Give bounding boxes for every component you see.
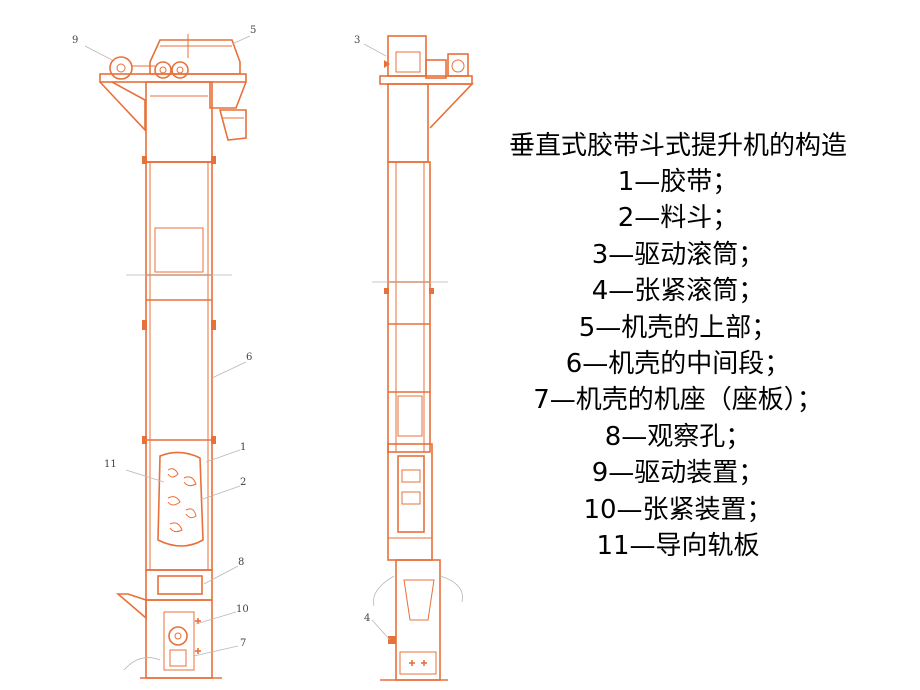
callout-10: 10 <box>236 604 249 615</box>
legend-item-6: 6—机壳的中间段； <box>565 349 791 380</box>
front-guide-rail <box>157 451 204 547</box>
callout-8: 8 <box>238 557 244 568</box>
callout-7: 7 <box>240 638 246 649</box>
callout-4: 4 <box>364 613 370 624</box>
callout-labels: 9 5 3 6 1 11 2 8 10 4 7 <box>72 25 370 649</box>
legend-item-10: 10—张紧装置； <box>583 494 773 525</box>
callout-6: 6 <box>246 352 252 363</box>
callout-1: 1 <box>240 442 246 453</box>
legend-item-5: 5—机壳的上部； <box>578 312 778 343</box>
front-middle-casing <box>126 156 232 571</box>
legend-item-9: 9—驱动装置； <box>591 458 765 489</box>
side-middle-casing <box>372 161 448 453</box>
callout-5: 5 <box>250 25 256 36</box>
callout-11: 11 <box>104 459 117 470</box>
callout-2: 2 <box>240 477 246 488</box>
legend-item-11: 11—导向轨板 <box>596 531 760 562</box>
front-boot-section <box>115 569 222 679</box>
legend-item-3: 3—驱动滚筒； <box>591 239 765 270</box>
callout-3: 3 <box>354 35 360 46</box>
legend-item-8: 8—观察孔； <box>604 421 752 452</box>
callout-9: 9 <box>72 35 78 46</box>
front-view <box>84 34 251 679</box>
legend-item-2: 2—料斗； <box>617 203 739 234</box>
legend-item-4: 4—张紧滚筒； <box>591 276 765 307</box>
side-boot-section <box>373 559 463 681</box>
legend-item-1: 1—胶带； <box>617 167 739 197</box>
side-view <box>363 35 474 681</box>
legend-title: 垂直式胶带斗式提升机的构造 <box>508 131 847 161</box>
side-guide-window <box>387 443 433 561</box>
side-head-section <box>379 35 474 163</box>
front-head-section <box>99 34 247 163</box>
legend-item-7: 7—机壳的机座（座板）； <box>533 385 823 416</box>
legend-panel: 垂直式胶带斗式提升机的构造 1—胶带； 2—料斗； 3—驱动滚筒； 4—张紧滚筒… <box>468 128 888 564</box>
